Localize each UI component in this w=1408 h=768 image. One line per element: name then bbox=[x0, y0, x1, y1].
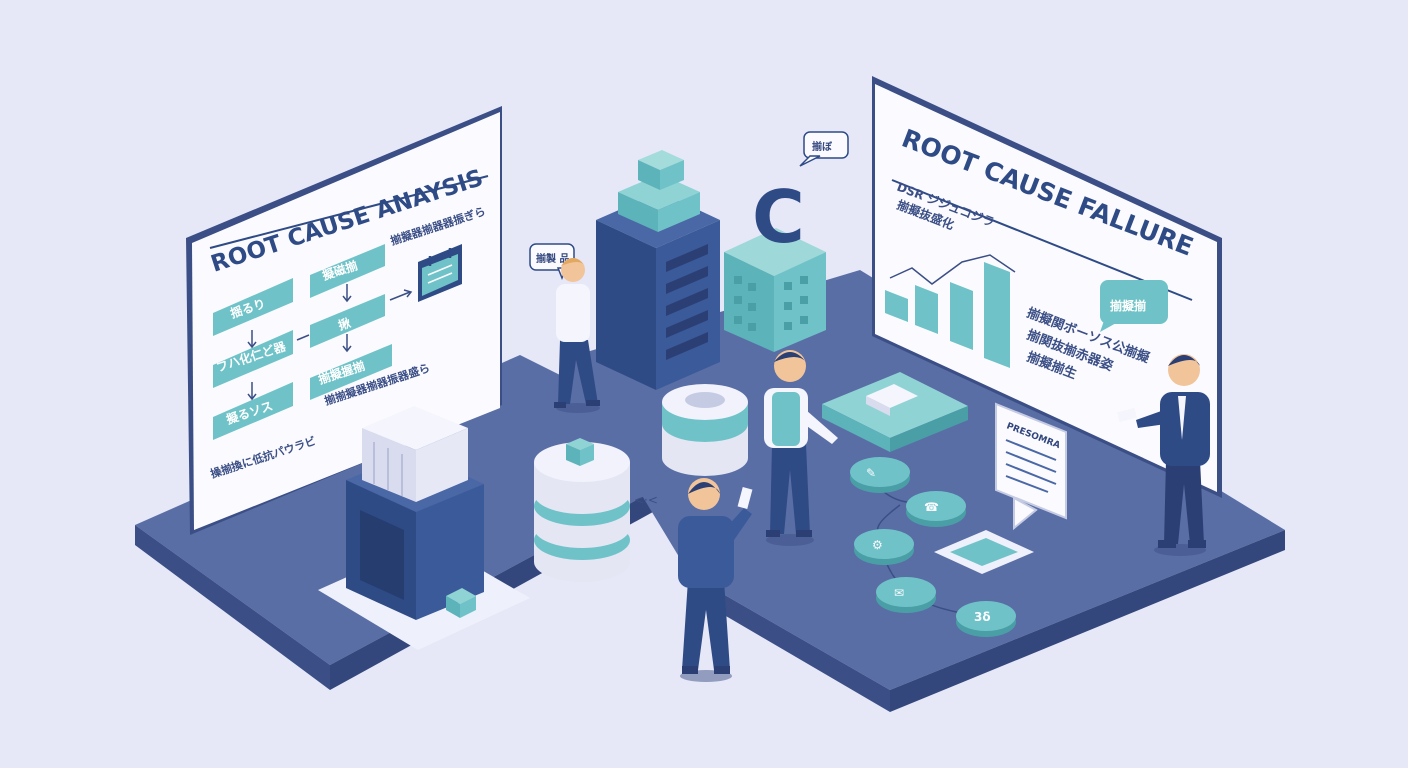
businessman-right bbox=[1117, 354, 1210, 556]
svg-text:揃ぼ: 揃ぼ bbox=[812, 140, 833, 153]
node-2: ☎ bbox=[906, 491, 966, 527]
small-cylinder bbox=[662, 384, 748, 476]
tower-speech-bubble: 揃ぼ bbox=[799, 131, 849, 167]
person-front-back-view bbox=[678, 478, 753, 682]
node-3: ⚙ bbox=[854, 529, 914, 565]
pillar-frame-structure bbox=[318, 406, 530, 650]
svg-text:✉: ✉ bbox=[894, 586, 904, 600]
svg-text:☎: ☎ bbox=[924, 500, 939, 514]
right-failure-board: ROOT CAUSE FALLURE DSR ジジュコジラ 揃擬抜盛化 揃擬揃 … bbox=[872, 76, 1222, 498]
flat-tile bbox=[934, 530, 1034, 574]
document-icon: PRESOMRA bbox=[995, 402, 1067, 531]
isometric-floor bbox=[135, 270, 1285, 712]
node-5: 3δ bbox=[956, 601, 1016, 637]
teal-platform bbox=[822, 372, 968, 452]
svg-text:揪: 揪 bbox=[336, 315, 352, 333]
white-pillar-block bbox=[362, 406, 468, 502]
navy-server-tower bbox=[596, 150, 720, 390]
database-cylinder bbox=[534, 438, 630, 582]
svg-text:3δ: 3δ bbox=[974, 610, 991, 624]
teal-building: C bbox=[724, 175, 826, 352]
svg-text:揃製 品: 揃製 品 bbox=[536, 252, 569, 265]
calendar-icon bbox=[418, 244, 462, 302]
arrow-hint: <·< bbox=[634, 493, 658, 507]
svg-text:⚙: ⚙ bbox=[872, 538, 883, 552]
node-4: ✉ bbox=[876, 577, 936, 613]
svg-text:✎: ✎ bbox=[866, 466, 876, 480]
flow-box-5: 揪 bbox=[310, 294, 385, 348]
tower-top-blocks bbox=[618, 150, 700, 232]
flow-arrows bbox=[247, 284, 413, 401]
trend-chart bbox=[885, 254, 1016, 368]
right-badge: 揃擬揃 bbox=[1100, 280, 1168, 332]
person-center-vest bbox=[764, 350, 838, 546]
c-logo-icon: C bbox=[752, 175, 805, 259]
person-standing-left bbox=[554, 258, 600, 413]
svg-text:揃擬揃: 揃擬揃 bbox=[1110, 298, 1146, 313]
left-analysis-board: ROOT CAUSE ANAYSIS 揺るり フハ化仁ど器 擬るソス 擬磁揃 揪… bbox=[186, 106, 502, 535]
workflow-nodes: ✎ ☎ ⚙ ✉ 3δ bbox=[850, 457, 1034, 637]
node-1: ✎ bbox=[850, 457, 910, 493]
